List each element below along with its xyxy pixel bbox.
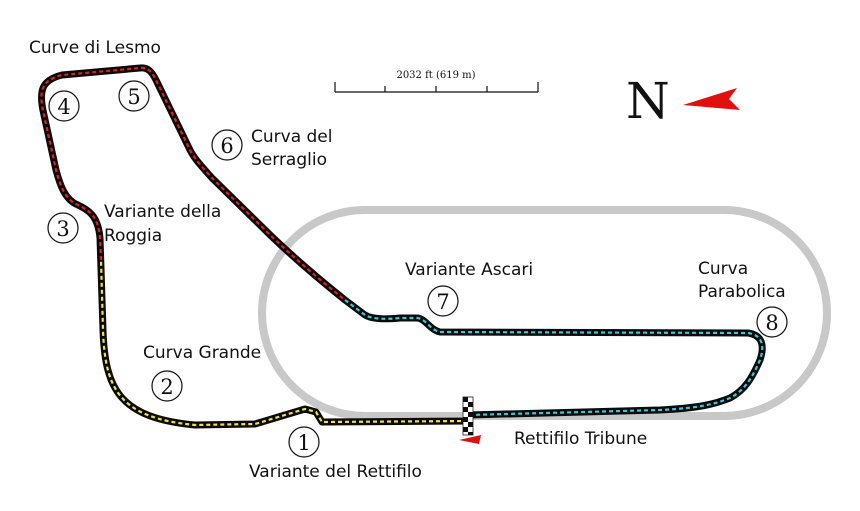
label-variante-della-roggia-line2: Roggia bbox=[104, 226, 162, 246]
svg-text:1: 1 bbox=[297, 431, 310, 455]
sector1-line bbox=[99, 259, 469, 427]
label-variante-ascari: Variante Ascari bbox=[405, 260, 533, 280]
svg-text:5: 5 bbox=[127, 85, 140, 109]
label-curva-del-serraglio-line2: Serraglio bbox=[251, 150, 327, 170]
label-curva-grande: Curva Grande bbox=[143, 343, 261, 363]
label-curva-parabolica-line1: Curva bbox=[698, 259, 748, 279]
corner-marker-2: 2 bbox=[151, 370, 183, 402]
sector2-line bbox=[40, 66, 346, 301]
svg-text:7: 7 bbox=[436, 290, 449, 314]
corner-marker-1: 1 bbox=[288, 426, 320, 458]
label-variante-del-rettifilo: Variante del Rettifilo bbox=[249, 462, 422, 482]
sector3-line bbox=[344, 299, 764, 417]
label-curve-di-lesmo: Curve di Lesmo bbox=[29, 38, 161, 58]
corner-marker-8: 8 bbox=[756, 306, 788, 338]
corner-marker-4: 4 bbox=[48, 90, 80, 122]
corner-marker-6: 6 bbox=[211, 129, 243, 161]
direction-arrow-icon bbox=[459, 435, 481, 444]
label-variante-della-roggia-line1: Variante della bbox=[104, 202, 221, 222]
svg-text:8: 8 bbox=[765, 311, 778, 335]
scale-bar bbox=[334, 82, 539, 93]
corner-marker-7: 7 bbox=[427, 285, 459, 317]
svg-text:6: 6 bbox=[220, 134, 233, 158]
svg-text:2: 2 bbox=[160, 375, 173, 399]
label-rettifilo-tribune: Rettifilo Tribune bbox=[514, 429, 647, 449]
label-curva-del-serraglio-line1: Curva del bbox=[251, 127, 333, 147]
svg-text:3: 3 bbox=[56, 217, 69, 241]
label-curva-parabolica-line2: Parabolica bbox=[698, 282, 786, 302]
start-finish-line bbox=[462, 396, 474, 436]
north-arrow-icon bbox=[683, 88, 740, 110]
corner-marker-3: 3 bbox=[47, 212, 79, 244]
svg-text:4: 4 bbox=[57, 95, 70, 119]
north-label: N bbox=[626, 72, 670, 130]
corner-marker-5: 5 bbox=[118, 80, 150, 112]
scale-label: 2032 ft (619 m) bbox=[396, 70, 475, 81]
